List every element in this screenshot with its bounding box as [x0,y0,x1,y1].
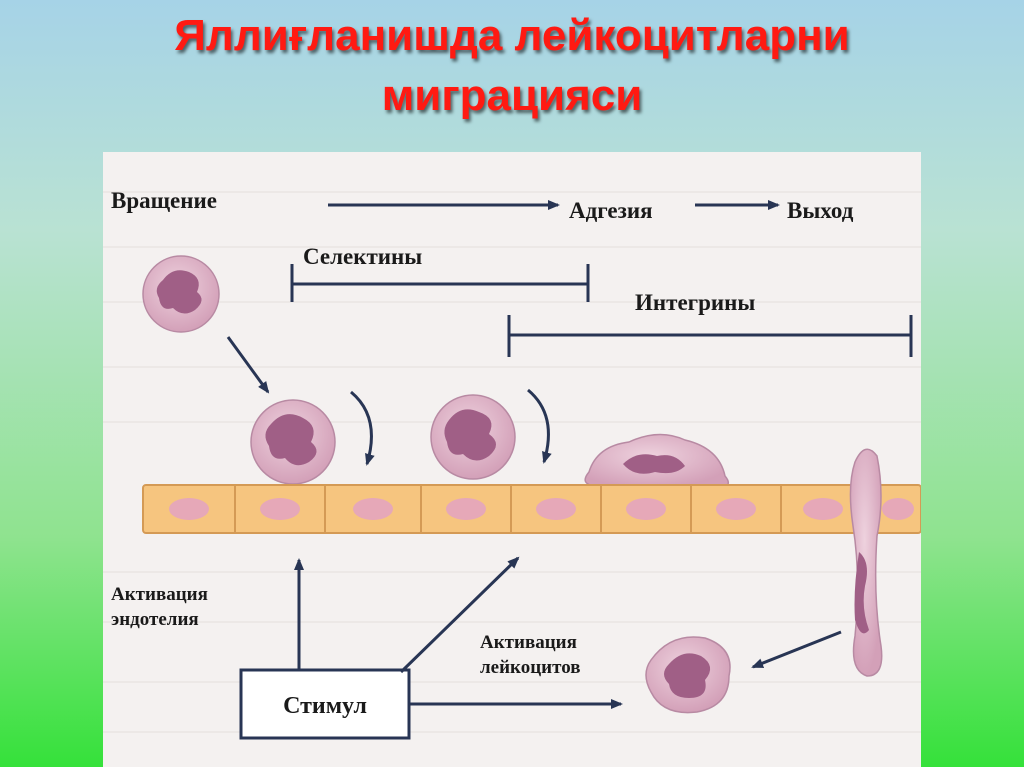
slide-title-line-1: Яллиғланишда лейкоцитларни [174,11,850,60]
leukocyte-activation-label-2: лейкоцитов [480,657,581,678]
selectins-label: Селектины [303,244,422,269]
integrins-range-bar [507,315,913,357]
exit-label: Выход [787,198,854,223]
leukocyte-flattened [584,433,730,489]
leukocyte-approach-arrow [226,336,270,394]
slide-title: Яллиғланишда лейкоцитларни миграцияси [0,6,1024,126]
leukocyte-in-tissue [645,636,731,714]
slide-title-line-2: миграцияси [381,71,643,120]
selectins-range-bar [290,264,590,302]
leukocyte-migration-diagram: Вращение Адгезия Выход Селектины Интегри… [103,152,921,767]
leukocyte-rolling [250,399,336,485]
stimulus-label: Стимул [283,693,367,719]
endothelium-layer [142,484,921,534]
rolling-curve-arrow-2 [527,388,552,464]
rolling-label: Вращение [111,188,217,213]
stimulus-box: Стимул [239,668,411,740]
leukocyte-adhering [430,394,516,480]
leukocyte-free [142,255,220,333]
transmigration-to-tissue-arrow [751,630,842,669]
adhesion-label: Адгезия [569,198,653,223]
integrins-label: Интегрины [635,290,755,315]
endothelium-activation-label-2: эндотелия [111,609,199,630]
endothelium-activation-label-1: Активация [111,584,208,605]
leukocyte-transmigrating [849,448,883,677]
leukocyte-activation-label-1: Активация [480,632,577,653]
rolling-curve-arrow-1 [350,390,375,466]
diagram-canvas: Вращение Адгезия Выход Селектины Интегри… [103,188,921,740]
stimulus-to-endothelium-arrow-2 [399,556,520,674]
